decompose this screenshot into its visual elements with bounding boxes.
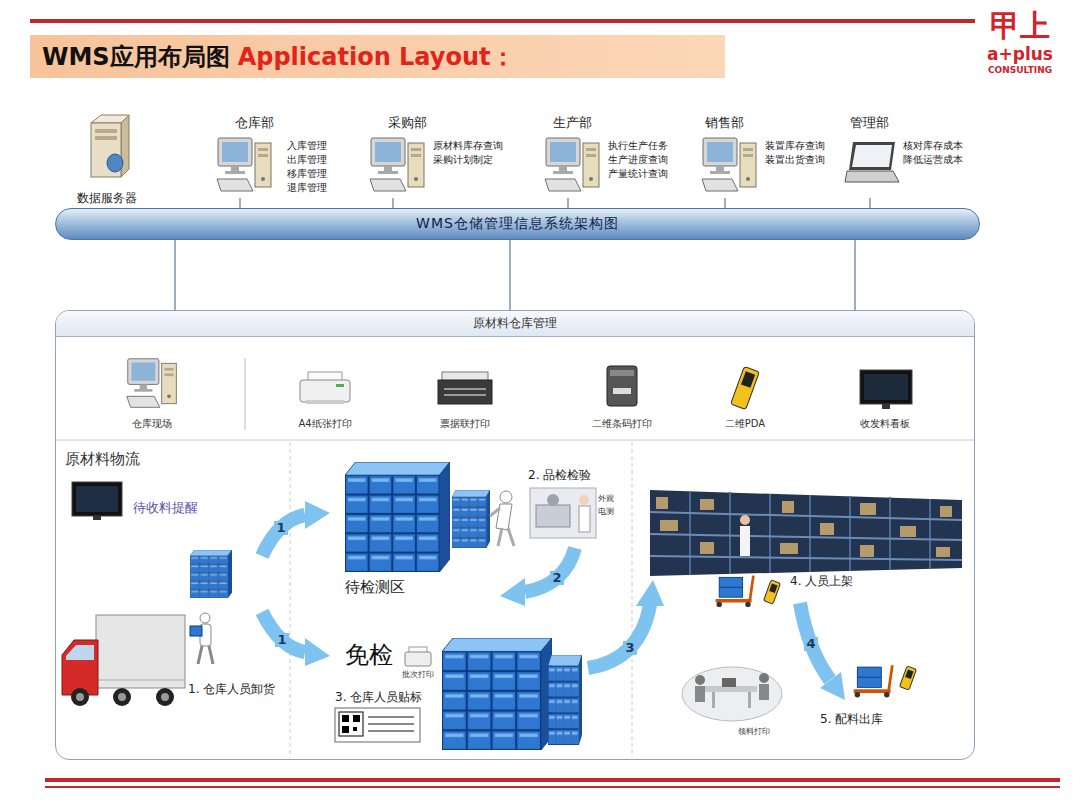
note-label: 外观 (598, 494, 614, 504)
logo-mark: 甲上 (990, 8, 1050, 44)
function-list: 入库管理 出库管理 移库管理 退库管理 (287, 139, 333, 195)
connector-line (392, 198, 394, 208)
connector-line (724, 198, 726, 208)
area-label: 免检 (345, 641, 393, 670)
callout-number: 1 (275, 633, 288, 647)
device-label: A4纸张打印 (298, 418, 351, 430)
device-label: 二维PDA (725, 418, 765, 430)
department-node: 生产部执行生产任务 生产进度查询 产量统计查询 (543, 115, 678, 198)
device-label: 仓库现场 (132, 418, 172, 430)
connector-line (854, 240, 856, 310)
logo-text: CONSULTING (988, 65, 1052, 76)
logo-text: a+plus (987, 44, 1053, 64)
system-bus: WMS仓储管理信息系统架构图 (55, 208, 980, 240)
department-node: 销售部装置库存查询 装置出货查询 (700, 115, 835, 198)
server-node: 数据服务器 (62, 112, 154, 208)
step-label: 5. 配料出库 (820, 712, 883, 726)
bus-label: WMS仓储管理信息系统架构图 (416, 215, 619, 233)
callout-number: 2 (550, 571, 563, 585)
title-bar: WMS应用布局图Application Layout： (30, 35, 725, 78)
device-label: 票据联打印 (440, 418, 490, 430)
note-label: 电测 (598, 507, 614, 517)
department-node: 仓库部入库管理 出库管理 移库管理 退库管理 (215, 115, 335, 198)
department-name: 管理部 (850, 115, 889, 131)
step-label: 4. 人员上架 (790, 574, 853, 588)
device-label: 收发料看板 (860, 418, 910, 430)
function-list: 原材料库存查询 采购计划制定 (433, 139, 509, 167)
callout-number: 3 (623, 641, 636, 655)
department-node: 采购部原材料库存查询 采购计划制定 (368, 115, 513, 198)
note-label: 领料打印 (738, 727, 770, 737)
function-list: 核对库存成本 降低运营成本 (903, 139, 969, 167)
connector-line (239, 198, 241, 208)
function-list: 执行生产任务 生产进度查询 产量统计查询 (608, 139, 674, 181)
department-name: 销售部 (705, 115, 744, 131)
function-list: 装置库存查询 装置出货查询 (765, 139, 831, 167)
server-label: 数据服务器 (62, 190, 152, 206)
callout-number: 1 (274, 521, 287, 535)
device-label: 二维条码打印 (592, 418, 652, 430)
panel-header: 原材料仓库管理 (56, 311, 974, 337)
department-name: 仓库部 (235, 115, 274, 131)
department-name: 生产部 (553, 115, 592, 131)
step-label: 2. 品检检验 (528, 468, 591, 482)
connector-line (174, 240, 176, 310)
section-title: 原材料物流 (65, 450, 140, 468)
department-name: 采购部 (388, 115, 427, 131)
area-label: 待检测区 (345, 578, 405, 596)
callout-number: 4 (804, 637, 817, 651)
connector-line (567, 198, 569, 208)
title-english: Application Layout： (238, 41, 515, 73)
connector-line (869, 198, 871, 208)
reminder-label: 待收料提醒 (133, 500, 198, 516)
step-label: 3. 仓库人员贴标 (335, 690, 422, 704)
step-label: 1. 仓库人员卸货 (188, 682, 275, 696)
department-node: 管理部核对库存成本 降低运营成本 (845, 115, 971, 198)
connector-line (509, 240, 511, 310)
note-label: 批次打印 (402, 670, 434, 680)
title-text: WMS应用布局图 (42, 41, 230, 73)
